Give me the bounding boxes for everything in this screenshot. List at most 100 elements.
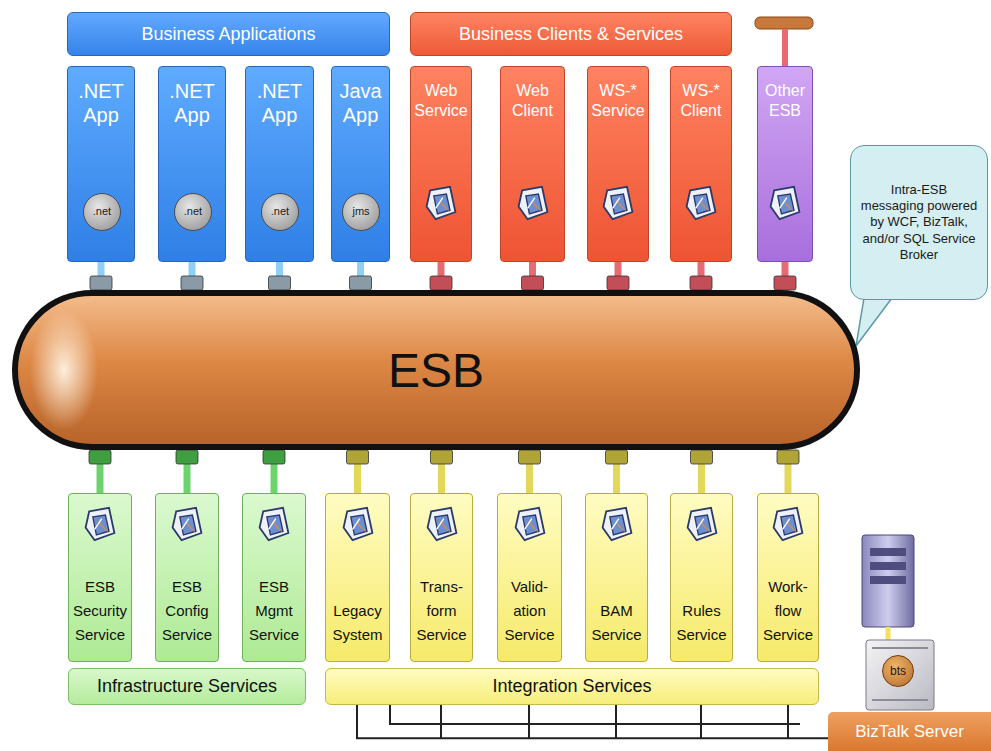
service-icon (512, 506, 548, 542)
application-box: .NET App.net (245, 66, 314, 262)
group-header-text: Business Applications (68, 24, 389, 45)
connector-cap (263, 450, 285, 464)
application-box-text: .NET App (68, 79, 134, 127)
service-icon (518, 187, 547, 219)
application-box: Java App jms (331, 66, 390, 262)
integration-service-box-text: BAM Service (586, 599, 647, 647)
service-icon (604, 187, 633, 219)
service-icon (86, 508, 115, 540)
infrastructure-service-box-text: ESB Mgmt Service (243, 575, 305, 647)
service-icon (684, 506, 720, 542)
platform-badge: .net (261, 193, 299, 231)
application-box: .NET App .net (67, 66, 135, 262)
platform-badge-text: jms (343, 205, 379, 218)
connector-cap (89, 450, 111, 464)
connector-cap (774, 276, 796, 290)
connector-cap (269, 276, 291, 290)
platform-badge: jms (342, 193, 380, 231)
integration-service-box: Rules Service (670, 493, 733, 662)
group-band: Infrastructure Services (68, 668, 306, 705)
connector-cap (347, 450, 369, 464)
integration-service-box-text: Rules Service (671, 599, 732, 647)
service-icon (169, 506, 205, 542)
platform-badge: .net (83, 193, 121, 231)
integration-service-box-text: Legacy System (326, 599, 389, 647)
wire (787, 705, 789, 738)
platform-badge: .net (174, 193, 212, 231)
client-service-box-text: WS-* Service (588, 81, 648, 121)
client-service-box-text: Web Client (501, 81, 564, 121)
connector-cap (519, 450, 541, 464)
service-icon (687, 187, 716, 219)
service-icon (599, 506, 635, 542)
stub-pipe (782, 29, 788, 66)
infrastructure-service-box: ESB Config Service (155, 493, 219, 662)
application-box: .NET App .net (158, 66, 226, 262)
client-service-box: WS-* Service (587, 66, 649, 262)
integration-service-box: Work- flow Service (757, 493, 819, 662)
platform-badge-text: .net (175, 205, 211, 218)
service-icon (423, 185, 459, 221)
application-box-text: Java App (332, 79, 389, 127)
server-badge: bts (882, 655, 914, 687)
service-icon (256, 506, 292, 542)
service-icon (515, 508, 544, 540)
external-bus-box: Other ESB (757, 66, 813, 262)
service-icon (602, 508, 631, 540)
integration-service-box: BAM Service (585, 493, 648, 662)
application-box-text: .NET App (159, 79, 225, 127)
client-service-box: Web Service (410, 66, 472, 262)
server-badge-text: bts (883, 664, 913, 678)
platform-badge-text: .net (84, 205, 120, 218)
client-service-box-text: Web Service (411, 81, 471, 121)
service-icon (427, 508, 456, 540)
integration-service-box-text: Work- flow Service (758, 575, 818, 647)
service-icon (683, 185, 719, 221)
service-icon (260, 508, 289, 540)
wire (390, 705, 800, 724)
service-icon (771, 187, 800, 219)
client-service-box: WS-* Client (670, 66, 732, 262)
callout-bubble: Intra-ESB messaging powered by WCF, BizT… (850, 145, 988, 300)
connector-cap (90, 276, 112, 290)
wire (528, 705, 530, 738)
bus-stub (755, 17, 813, 29)
infrastructure-service-box: ESB Security Service (68, 493, 132, 662)
server-label-text: BizTalk Server (828, 722, 991, 742)
integration-service-box: Legacy System (325, 493, 390, 662)
service-icon (515, 185, 551, 221)
service-icon (424, 506, 460, 542)
server-slot (872, 699, 928, 701)
group-band-text: Infrastructure Services (69, 676, 305, 697)
client-service-box: Web Client (500, 66, 565, 262)
infrastructure-service-box-text: ESB Config Service (156, 575, 218, 647)
connector-cap (777, 450, 799, 464)
connector-cap (607, 276, 629, 290)
integration-service-box: Trans- form Service (410, 493, 473, 662)
integration-service-box-text: Valid- ation Service (498, 575, 561, 647)
connector-cap (430, 276, 452, 290)
integration-service-box-text: Trans- form Service (411, 575, 472, 647)
server-illustration (862, 535, 934, 710)
group-header: Business Applications (67, 12, 390, 56)
service-icon (343, 508, 372, 540)
service-icon (600, 185, 636, 221)
server-wire (357, 705, 828, 738)
group-band-text: Integration Services (326, 676, 818, 697)
drive-bay (870, 562, 906, 570)
wire (615, 705, 617, 738)
server-box (866, 640, 934, 710)
drive-bay (870, 576, 906, 584)
external-bus-box-text: Other ESB (758, 81, 812, 121)
infrastructure-service-box-text: ESB Security Service (69, 575, 131, 647)
connector-cap (690, 276, 712, 290)
service-icon (427, 187, 456, 219)
infrastructure-service-box: ESB Mgmt Service (242, 493, 306, 662)
connector-cap (691, 450, 713, 464)
callout-bubble-text: Intra-ESB messaging powered by WCF, BizT… (859, 182, 979, 263)
integration-service-box: Valid- ation Service (497, 493, 562, 662)
connector-cap (431, 450, 453, 464)
service-icon (687, 508, 716, 540)
bus-wires (390, 705, 800, 738)
